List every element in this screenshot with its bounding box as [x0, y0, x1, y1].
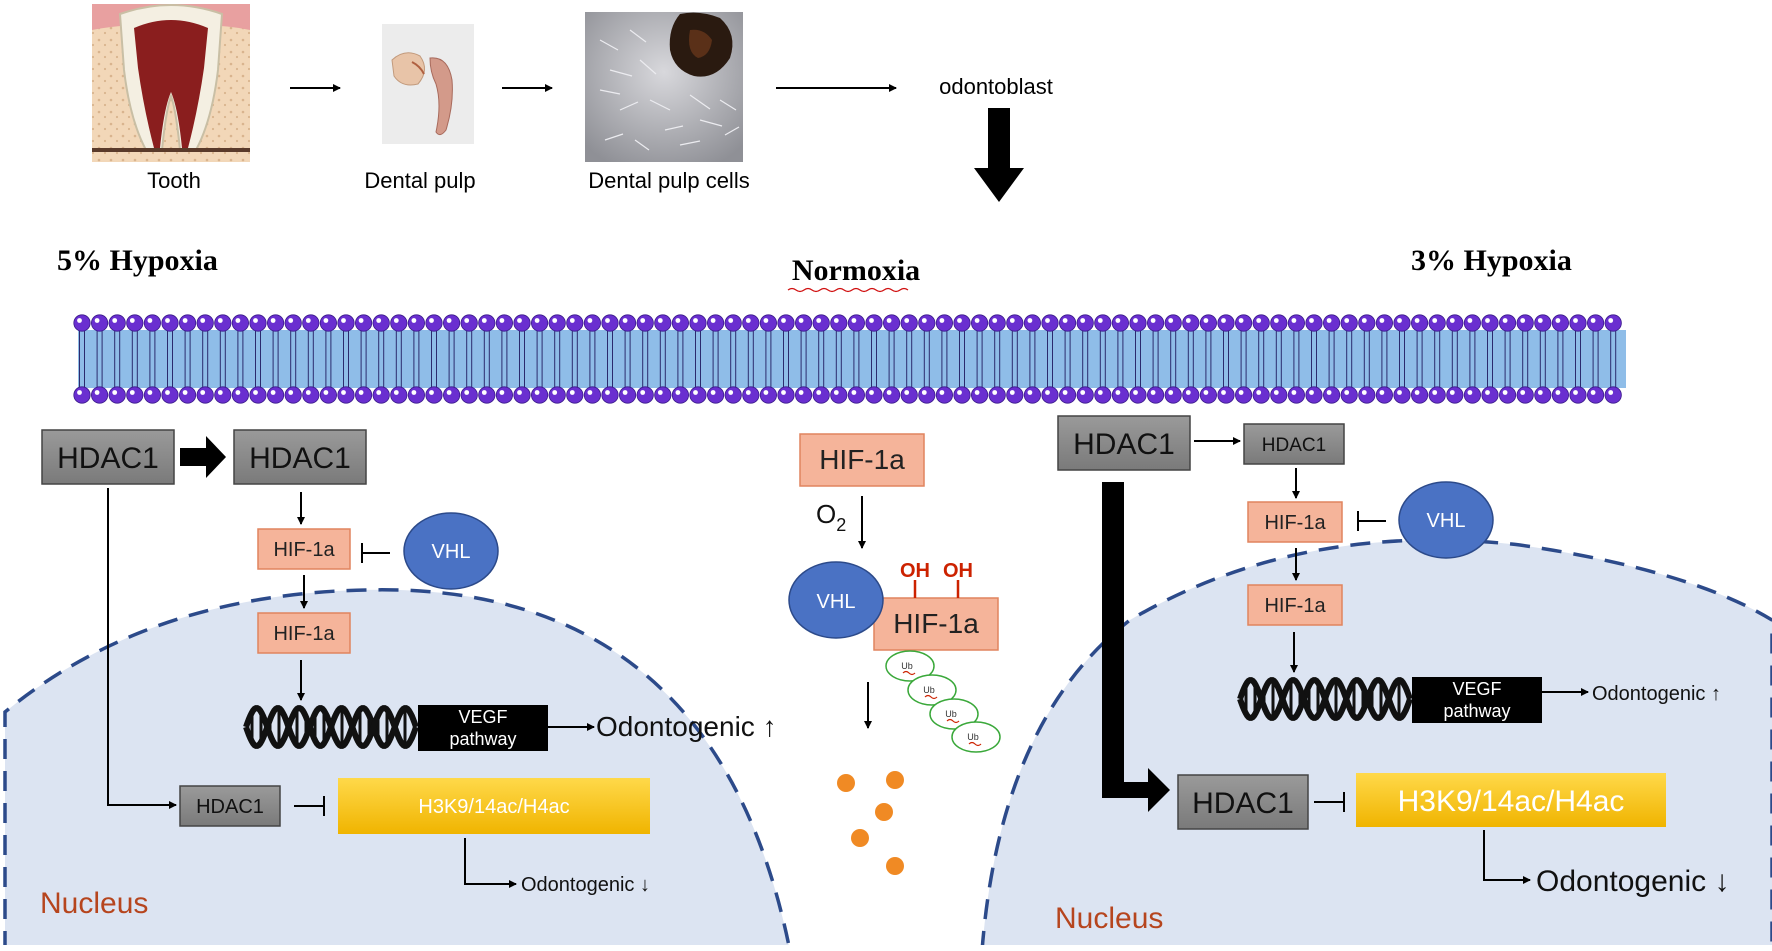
right-hdac1-b-label: HDAC1: [1262, 435, 1326, 456]
right-hif-cyto: [1247, 501, 1343, 543]
center-ubiquitin-chain: Ub Ub Ub Ub: [885, 650, 1001, 753]
left-hif-cyto: [257, 528, 351, 570]
left-hdac1-a: [41, 429, 175, 485]
left-thick-arrow: [180, 436, 226, 478]
nucleus-left: [3, 588, 792, 951]
left-hdac1-b-label: HDAC1: [249, 442, 351, 475]
right-vhl-label: VHL: [1427, 510, 1466, 532]
center-degradation-fragments: [837, 771, 904, 875]
center-vhl-label: VHL: [817, 591, 856, 613]
right-dna-helix: [1237, 677, 1413, 721]
left-h3k9-label: H3K9/14ac/H4ac: [418, 796, 569, 818]
right-hif-nuc-label: HIF-1a: [1264, 595, 1326, 617]
dental-pulp-label: Dental pulp: [364, 168, 475, 193]
right-vhl: [1398, 481, 1494, 559]
center-hif-bound: [873, 597, 999, 651]
left-dna-helix: [243, 705, 419, 749]
left-vegf-line1: VEGF: [458, 707, 507, 727]
left-nucleus-label: Nucleus: [40, 887, 148, 920]
ub-label-4: Ub: [967, 732, 979, 742]
right-thick-arrow-to-nucleus: [1102, 482, 1170, 812]
right-h3k9-label: H3K9/14ac/H4ac: [1398, 785, 1625, 818]
dental-pulp-cells-image: [585, 12, 743, 162]
right-h3k9: [1356, 773, 1666, 827]
center-o2-label: O2: [816, 499, 846, 535]
tooth-image: [92, 4, 250, 162]
left-odonto-up: Odontogenic ↑: [596, 711, 777, 742]
left-arrow-hdac-to-nucleus: [107, 488, 177, 809]
ub-label-2: Ub: [923, 685, 935, 695]
right-hdac1-a: [1057, 415, 1191, 471]
right-vegf-box: [1412, 677, 1542, 723]
right-hdac1-nuc-label: HDAC1: [1192, 787, 1294, 820]
odontoblast-label: odontoblast: [939, 74, 1053, 99]
condition-center: Normoxia: [792, 254, 920, 287]
left-hif-cyto-label: HIF-1a: [273, 539, 335, 561]
right-hdac1-nuc: [1177, 774, 1309, 830]
right-odonto-up: Odontogenic ↑: [1592, 683, 1721, 705]
big-down-arrow: [974, 108, 1024, 202]
condition-right: 3% Hypoxia: [1411, 244, 1572, 277]
left-odonto-down: Odontogenic ↓: [521, 874, 650, 896]
left-hdac1-nuc: [179, 785, 281, 827]
right-hif-cyto-label: HIF-1a: [1264, 512, 1326, 534]
left-hdac1-nuc-label: HDAC1: [196, 796, 264, 818]
ub-label-1: Ub: [901, 661, 913, 671]
right-hdac1-a-label: HDAC1: [1073, 428, 1175, 461]
left-vhl: [403, 512, 499, 590]
center-oh2: OH: [943, 560, 973, 582]
center-hif-bound-label: HIF-1a: [893, 608, 979, 639]
center-oh1: OH: [900, 560, 930, 582]
right-arrow-h3k9-to-odonto: [1483, 830, 1531, 884]
right-vegf-line1: VEGF: [1452, 679, 1501, 699]
right-odonto-down: Odontogenic ↓: [1536, 865, 1729, 898]
left-vegf-line2: pathway: [449, 729, 516, 749]
nucleus-right: [980, 538, 1772, 951]
center-hif: [799, 433, 925, 487]
center-hif-label: HIF-1a: [819, 444, 905, 475]
tooth-label: Tooth: [147, 168, 201, 193]
ub-label-3: Ub: [945, 709, 957, 719]
left-hdac1-b: [233, 429, 367, 485]
right-hif-nuc: [1247, 584, 1343, 626]
right-nucleus-label: Nucleus: [1055, 902, 1163, 935]
dental-pulp-image: [382, 24, 474, 144]
left-hdac1-a-label: HDAC1: [57, 442, 159, 475]
center-vhl: [788, 561, 884, 639]
left-hif-nuc: [257, 612, 351, 654]
right-hdac1-b: [1243, 423, 1345, 465]
spellcheck-underline: [787, 287, 909, 293]
right-vegf-line2: pathway: [1443, 701, 1510, 721]
left-hif-nuc-label: HIF-1a: [273, 623, 335, 645]
condition-left: 5% Hypoxia: [57, 244, 218, 277]
left-h3k9: [338, 778, 650, 834]
left-vhl-label: VHL: [432, 541, 471, 563]
left-arrow-h3k9-to-odonto: [464, 838, 517, 888]
left-vegf-box: [418, 705, 548, 751]
dental-pulp-cells-label: Dental pulp cells: [588, 168, 749, 193]
cell-membrane: [73, 314, 1626, 404]
